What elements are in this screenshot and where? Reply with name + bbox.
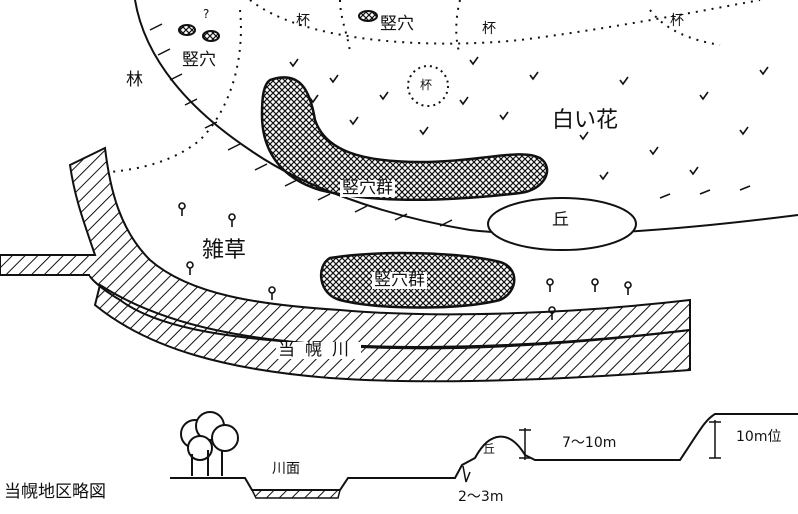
- label-hill-height: 7～10m: [562, 435, 617, 451]
- forest-circle-shape: [407, 65, 449, 107]
- flower-marks: [289, 56, 769, 181]
- label-pit-group-lower: 竪穴群: [372, 270, 427, 290]
- label-bank-height: 2～3m: [458, 489, 504, 505]
- forest-boundary-left2: [339, 0, 351, 56]
- terrace-edge: [134, 0, 798, 236]
- label-white-flowers: 白い花: [552, 108, 619, 133]
- profile-title: 当幌地区略図: [4, 482, 106, 502]
- small-pit-3: [358, 10, 378, 22]
- terrace-edge-hatch: [149, 23, 751, 227]
- label-hill: 丘: [552, 210, 569, 230]
- label-forest-left: 林: [126, 70, 143, 90]
- river-main: [93, 283, 691, 383]
- forest-boundary-right: [649, 9, 721, 46]
- label-weeds: 雑草: [202, 238, 247, 263]
- tree-cluster: [180, 411, 239, 476]
- profile-section: [170, 413, 798, 499]
- label-question-mark: ?: [203, 7, 210, 21]
- label-forest-top-1: 杯: [296, 13, 310, 29]
- label-pits-top: 竪穴: [380, 14, 414, 34]
- label-cliff-height: 10m位: [736, 429, 782, 445]
- small-pit-2: [202, 30, 220, 42]
- label-river-surface: 川面: [272, 461, 300, 477]
- pit-group-upper-shape: [260, 76, 549, 202]
- small-pit-1: [178, 24, 196, 36]
- label-profile-hill: 丘: [483, 442, 496, 456]
- hill-shape: [487, 197, 637, 251]
- label-pits-left: 竪穴: [182, 50, 216, 70]
- label-river: 当幌川: [276, 340, 361, 360]
- label-forest-top-2: 杯: [482, 21, 496, 37]
- forest-boundary-left: [109, 9, 242, 173]
- label-forest-circle: 杯: [420, 78, 433, 92]
- label-forest-top-3: 杯: [670, 13, 684, 29]
- label-pit-group-upper: 竪穴群: [340, 178, 395, 198]
- forest-boundary-mid: [455, 0, 461, 56]
